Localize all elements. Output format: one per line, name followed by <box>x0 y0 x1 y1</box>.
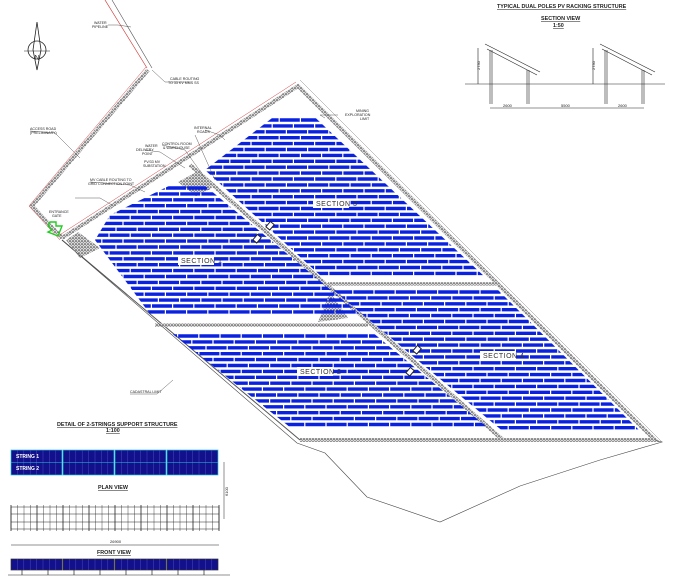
cable-routing-label: CABLE ROUTING <box>170 77 200 81</box>
substation-area <box>178 170 212 196</box>
access-road-edge <box>28 66 147 241</box>
inverter-station <box>412 344 422 355</box>
dim-height-right: 2730 <box>591 60 596 70</box>
mining-limit-label-3: LIMIT <box>360 117 370 121</box>
callouts <box>29 24 338 395</box>
internal-roads-label: INTERNAL <box>194 126 212 130</box>
string-1-label: STRING 1 <box>16 454 39 460</box>
right-fence-line <box>299 79 663 443</box>
access-road-label-2: (PRELIMINARY) <box>30 131 57 135</box>
dim-length: 26900 <box>110 539 122 544</box>
internal-roads-label-2: ROADS <box>197 130 210 134</box>
inverter-station <box>405 366 415 377</box>
section-1-label: SECTION 1 <box>181 258 222 265</box>
water-pipeline-label-2: PIPELINE <box>92 25 109 29</box>
access-road-label: ACCESS ROAD <box>30 127 57 131</box>
plan-view-label: PLAN VIEW <box>98 485 129 491</box>
control-room-label: CONTROL ROOM <box>162 142 192 146</box>
perimeter-road <box>60 83 660 442</box>
racking-structure-detail: TYPICAL DUAL POLES PV RACKING STRUCTURE … <box>465 4 665 109</box>
strings-support-detail: DETAIL OF 2-STRINGS SUPPORT STRUCTURE 1:… <box>8 422 230 576</box>
section-2-label: SECTION 2 <box>300 369 341 376</box>
dim-height: 6100 <box>224 486 229 496</box>
access-road <box>29 68 150 240</box>
dim-height-left: 2730 <box>476 60 481 70</box>
cable-routing-label-2: TO 33 KV MMS SS <box>168 81 199 85</box>
inverter-station <box>265 220 275 231</box>
water-pipeline-label: WATER <box>94 21 107 25</box>
water-delivery-label: WATER <box>145 144 158 148</box>
north-label: N <box>35 55 41 62</box>
section-3-label: SECTION 3 <box>316 201 357 208</box>
string-2-label: STRING 2 <box>16 466 39 472</box>
cadastral-limit-line <box>61 239 664 523</box>
water-pipeline <box>104 0 148 69</box>
mv-cable-label-2: GRID CONNECTION POINT <box>88 182 135 186</box>
perimeter-left-road <box>61 239 301 441</box>
section-3-panels <box>205 118 485 276</box>
control-room-label-2: & WAREHOUSE <box>163 146 190 150</box>
strings-title: DETAIL OF 2-STRINGS SUPPORT STRUCTURE <box>57 422 178 428</box>
mining-limit-label-2: EXPLORATION <box>345 113 371 117</box>
substation-label-2: SUBSTATION <box>143 164 166 168</box>
dim-right-width: 2600 <box>618 103 628 108</box>
strings-scale: 1:100 <box>106 428 120 434</box>
north-arrow-icon: N <box>24 21 50 71</box>
entrance-gate-arrow-icon <box>46 221 64 237</box>
dim-left-width: 2600 <box>503 103 513 108</box>
entrance-gate-label: ENTRANCE <box>49 210 69 214</box>
front-view-label: FRONT VIEW <box>97 550 132 556</box>
inverter-station <box>252 233 262 244</box>
cadastral-limit-label: CADASTRAL LIMIT <box>130 390 162 394</box>
entrance-gate-label-2: GATE <box>52 214 62 218</box>
cable-routing-line <box>111 0 153 69</box>
racking-scale: 1:50 <box>553 23 564 29</box>
internal-road-diagonal <box>188 163 505 442</box>
substation-label: PV/33 MV <box>144 160 161 164</box>
racking-subtitle: SECTION VIEW <box>541 16 581 22</box>
mv-cable-label: MV CABLE ROUTING TO <box>90 178 132 182</box>
water-delivery-label-3: POINT <box>142 152 154 156</box>
racking-title: TYPICAL DUAL POLES PV RACKING STRUCTURE <box>497 4 627 10</box>
control-room-area <box>66 232 100 258</box>
perimeter-red-line <box>57 81 297 237</box>
mining-limit-label: MINING <box>356 109 369 113</box>
water-delivery-label-2: DELIVERY <box>136 148 154 152</box>
dim-spacing: 5500 <box>561 103 571 108</box>
section-4-label: SECTION 4 <box>483 353 524 360</box>
